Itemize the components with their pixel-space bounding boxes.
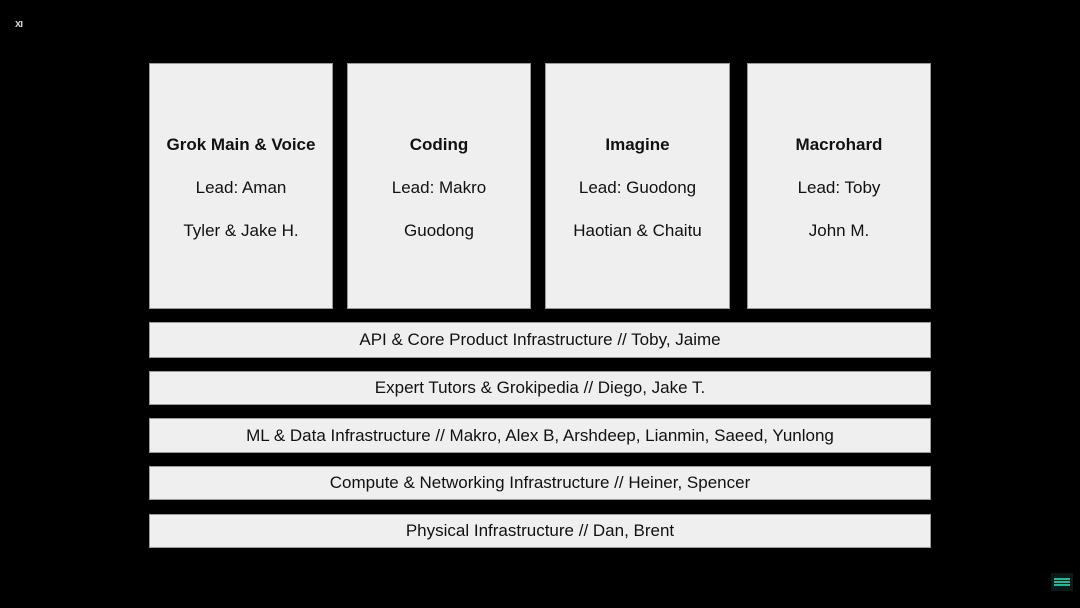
team-lead: Lead: Makro (391, 178, 487, 197)
layer-expert-tutors: Expert Tutors & Grokipedia // Diego, Jak… (149, 371, 931, 405)
layer-label: Expert Tutors & Grokipedia // Diego, Jak… (374, 378, 706, 397)
team-members: Tyler & Jake H. (183, 221, 299, 240)
layer-label: Compute & Networking Infrastructure // H… (329, 473, 751, 492)
team-lead: Lead: Guodong (578, 178, 697, 197)
layer-physical: Physical Infrastructure // Dan, Brent (149, 514, 931, 548)
corner-watermark-icon (1051, 573, 1073, 591)
team-lead: Lead: Aman (195, 178, 287, 197)
xai-logo: xı (15, 18, 23, 30)
team-card-imagine: Imagine Lead: Guodong Haotian & Chaitu (545, 63, 730, 309)
layer-label: API & Core Product Infrastructure // Tob… (359, 330, 721, 349)
team-lead: Lead: Toby (797, 178, 881, 197)
team-title: Macrohard (795, 135, 883, 154)
team-members: Haotian & Chaitu (573, 221, 702, 240)
team-members: John M. (808, 221, 870, 240)
team-card-coding: Coding Lead: Makro Guodong (347, 63, 531, 309)
layer-label: Physical Infrastructure // Dan, Brent (405, 521, 675, 540)
layer-api-core-product: API & Core Product Infrastructure // Tob… (149, 322, 931, 358)
layer-ml-data: ML & Data Infrastructure // Makro, Alex … (149, 418, 931, 453)
team-title: Grok Main & Voice (166, 135, 316, 154)
team-members: Guodong (404, 221, 474, 240)
team-card-macrohard: Macrohard Lead: Toby John M. (747, 63, 931, 309)
layer-label: ML & Data Infrastructure // Makro, Alex … (246, 425, 834, 445)
team-title: Imagine (605, 135, 670, 154)
team-card-grok-main-voice: Grok Main & Voice Lead: Aman Tyler & Jak… (149, 63, 333, 309)
layer-compute-networking: Compute & Networking Infrastructure // H… (149, 466, 931, 500)
team-title: Coding (409, 135, 469, 154)
